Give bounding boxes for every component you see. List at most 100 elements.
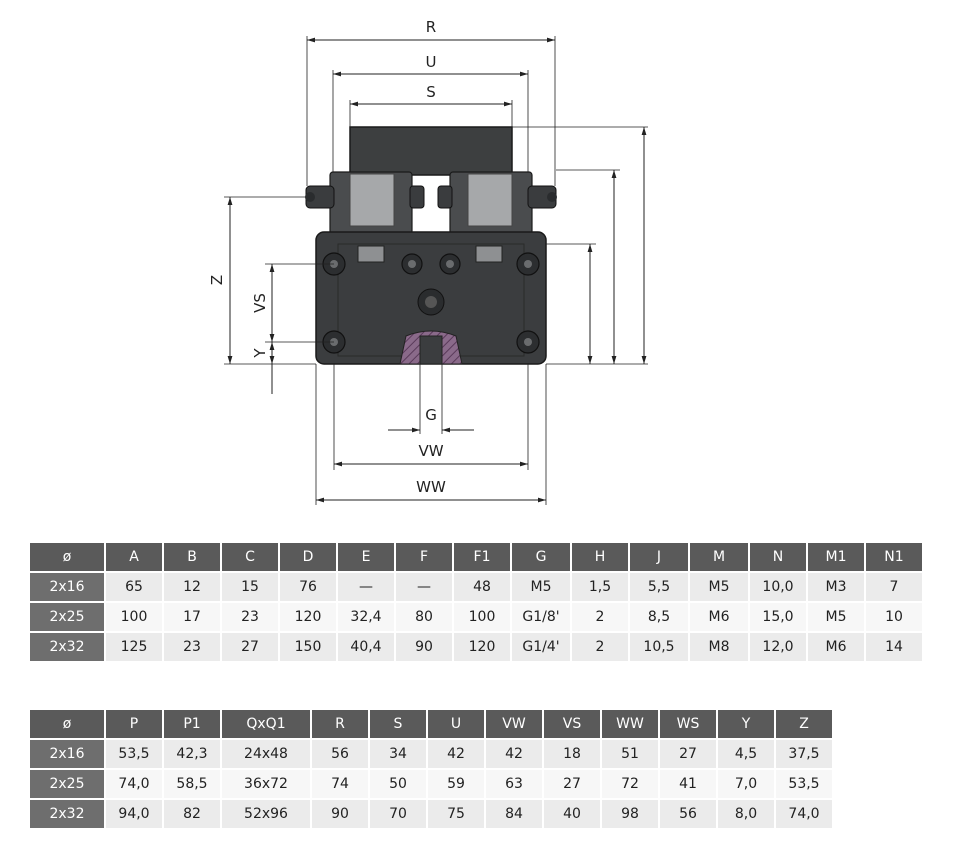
table-cell: 52x96 xyxy=(222,800,310,828)
table-cell: 48 xyxy=(454,573,510,601)
table-cell: 94,0 xyxy=(106,800,162,828)
table-cell: 42 xyxy=(486,740,542,768)
table-cell: 53,5 xyxy=(106,740,162,768)
table-cell: 5,5 xyxy=(630,573,688,601)
table-cell: 27 xyxy=(544,770,600,798)
table-cell: M5 xyxy=(690,573,748,601)
column-header: G xyxy=(512,543,570,571)
row-header-cell: 2x16 xyxy=(30,573,104,601)
row-header-cell: 2x16 xyxy=(30,740,104,768)
column-header: U xyxy=(428,710,484,738)
table-cell: 36x72 xyxy=(222,770,310,798)
table-cell: 8,0 xyxy=(718,800,774,828)
table-cell: 150 xyxy=(280,633,336,661)
column-header: WS xyxy=(660,710,716,738)
table-cell: 40 xyxy=(544,800,600,828)
table-cell: 24x48 xyxy=(222,740,310,768)
table-cell: 7 xyxy=(866,573,922,601)
table-cell: 53,5 xyxy=(776,770,832,798)
table-cell: M6 xyxy=(808,633,864,661)
column-header: P1 xyxy=(164,710,220,738)
column-header: VW xyxy=(486,710,542,738)
table-cell: M5 xyxy=(808,603,864,631)
column-header: B xyxy=(164,543,220,571)
table-cell: 50 xyxy=(370,770,426,798)
table-cell: 63 xyxy=(486,770,542,798)
table-cell: 10,0 xyxy=(750,573,806,601)
table-cell: 23 xyxy=(222,603,278,631)
table-cell: 125 xyxy=(106,633,162,661)
column-header: D xyxy=(280,543,336,571)
table-cell: — xyxy=(338,573,394,601)
table-cell: 7,0 xyxy=(718,770,774,798)
column-header: P xyxy=(106,710,162,738)
column-header: C xyxy=(222,543,278,571)
table-cell: 56 xyxy=(312,740,368,768)
column-header: N1 xyxy=(866,543,922,571)
column-header: E xyxy=(338,543,394,571)
label-s: S xyxy=(426,83,436,101)
table-cell: 56 xyxy=(660,800,716,828)
table-cell: 72 xyxy=(602,770,658,798)
column-header: M1 xyxy=(808,543,864,571)
column-header: F xyxy=(396,543,452,571)
table-cell: 75 xyxy=(428,800,484,828)
label-vw: VW xyxy=(418,442,443,460)
table-cell: 2 xyxy=(572,603,628,631)
column-header: QxQ1 xyxy=(222,710,310,738)
table-cell: 10,5 xyxy=(630,633,688,661)
column-header: N xyxy=(750,543,806,571)
top-cover xyxy=(349,126,513,176)
table-cell: M6 xyxy=(690,603,748,631)
column-header: WW xyxy=(602,710,658,738)
row-header-cell: 2x32 xyxy=(30,800,104,828)
column-header: F1 xyxy=(454,543,510,571)
column-header: H xyxy=(572,543,628,571)
label-y: Y xyxy=(251,348,269,359)
label-vs: VS xyxy=(251,293,269,313)
column-header: A xyxy=(106,543,162,571)
table-cell: 37,5 xyxy=(776,740,832,768)
table-cell: 32,4 xyxy=(338,603,394,631)
table-cell: 12 xyxy=(164,573,220,601)
right-jaw xyxy=(437,171,557,235)
table-cell: 12,0 xyxy=(750,633,806,661)
table-cell: 100 xyxy=(106,603,162,631)
column-header: Z xyxy=(776,710,832,738)
label-ww: WW xyxy=(416,478,446,496)
row-header-cell: 2x25 xyxy=(30,770,104,798)
left-jaw xyxy=(305,171,425,235)
table-cell: 70 xyxy=(370,800,426,828)
table-cell: 120 xyxy=(454,633,510,661)
column-header: Y xyxy=(718,710,774,738)
column-header: S xyxy=(370,710,426,738)
table-cell: 65 xyxy=(106,573,162,601)
table-cell: 4,5 xyxy=(718,740,774,768)
label-g: G xyxy=(425,406,437,424)
row-header-cell: 2x25 xyxy=(30,603,104,631)
table-cell: 1,5 xyxy=(572,573,628,601)
column-header: J xyxy=(630,543,688,571)
table-cell: G1/4' xyxy=(512,633,570,661)
table-cell: 90 xyxy=(312,800,368,828)
column-header: M xyxy=(690,543,748,571)
table-cell: 74,0 xyxy=(776,800,832,828)
table-cell: 18 xyxy=(544,740,600,768)
table-cell: 8,5 xyxy=(630,603,688,631)
table-cell: 27 xyxy=(222,633,278,661)
table-cell: 42,3 xyxy=(164,740,220,768)
table-cell: 42 xyxy=(428,740,484,768)
table-cell: 90 xyxy=(396,633,452,661)
gripper-illustration xyxy=(305,126,557,365)
table-cell: 14 xyxy=(866,633,922,661)
column-header: R xyxy=(312,710,368,738)
column-header: ø xyxy=(30,543,104,571)
table-cell: 40,4 xyxy=(338,633,394,661)
table-cell: M8 xyxy=(690,633,748,661)
